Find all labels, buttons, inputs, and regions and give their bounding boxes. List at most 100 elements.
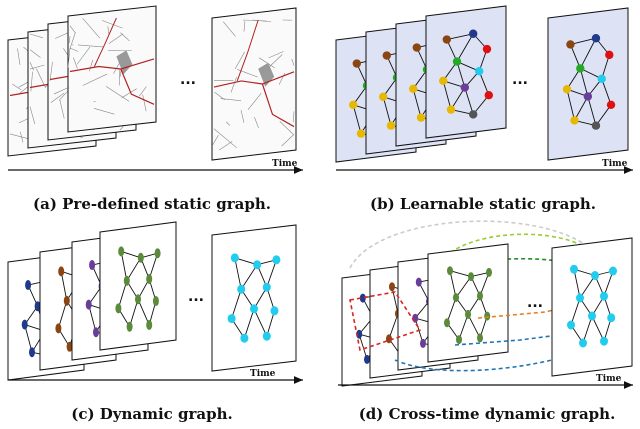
street [30,71,33,92]
frame [425,5,507,139]
graph-node [364,354,370,364]
graph-edge [388,313,399,339]
graph-node [609,266,617,276]
graph-edge [391,286,399,314]
graph-node [115,303,122,314]
graph-node [21,319,28,330]
graph-node [452,57,462,66]
graph-node [349,100,358,110]
graph-node [85,299,92,310]
graph-edge [129,299,139,327]
graph-node [240,333,249,343]
graph-node [468,272,474,282]
street [82,18,101,39]
road [93,17,117,67]
graph-node [135,294,141,305]
street [142,94,147,112]
graph-node [583,92,593,101]
street [29,49,41,58]
street [121,88,137,99]
road [236,19,259,82]
street [73,57,78,69]
caption-d: (d) Cross-time dynamic graph. [359,405,616,423]
frame [211,224,297,372]
graph-node [576,293,584,303]
street [214,91,225,101]
street [29,33,43,39]
street [101,20,123,29]
frame [67,5,157,133]
graph-node [412,43,421,52]
graph-edge [478,71,490,96]
graph-edge [591,315,605,342]
graph-edge [601,78,612,105]
street [268,51,284,59]
graph-node [262,282,271,292]
graph-edge [573,269,581,299]
graph-node [389,282,395,292]
graph-node [566,40,575,49]
graph-node [465,309,471,319]
graph-frame [427,243,509,363]
ellipsis: ... [527,295,543,311]
graph-node [93,327,99,338]
graph-edge [595,104,612,126]
frame [427,243,509,363]
panel-c-dynamic-graph: ... Time (c) Dynamic graph. [7,221,303,423]
graph-node [146,273,153,284]
street [108,33,124,44]
graph-node [475,67,484,76]
graph-edge [117,280,128,309]
graph-node [447,266,453,276]
graph-edge [446,297,457,323]
ellipsis: ... [512,72,528,88]
road [120,68,155,105]
street [254,116,259,129]
graph-edge [243,308,255,339]
graph-edge [570,297,581,326]
graph-node [562,85,572,94]
graph-edge [579,68,589,97]
graph-node [25,280,32,291]
graph-edge [60,271,68,301]
graph-node [606,100,616,110]
graph-edge [442,80,452,110]
graph-node [439,76,448,86]
graph-node [66,341,73,352]
street [68,36,71,44]
panel-b-learnable-static-graph: ... Time (b) Learnable static graph. [335,5,633,213]
graph-node [55,323,62,334]
graph-node [386,121,396,130]
graph-node [262,331,271,341]
street [292,111,295,123]
graph-node [359,293,366,303]
graph-node [570,264,578,274]
graph-frame-stack [341,243,509,387]
cross-time-link [477,299,599,319]
graph-edge [382,96,392,126]
graph-node [469,29,478,38]
graph-node [253,260,262,270]
graph-edge [467,314,481,339]
graph-node [237,284,246,294]
graph-frame [425,5,507,139]
graph-edge [88,304,97,333]
graph-node [600,336,608,346]
street [17,48,21,65]
street [105,86,130,102]
cross-time-link [349,291,422,352]
frame [551,237,633,377]
street [69,25,76,33]
panel-d-cross-time-dynamic-graph: ... Time (d) Cross-time dynamic graph. [338,220,633,423]
graph-edge [464,87,474,115]
graph-edge [137,299,150,326]
graph-node [605,50,614,60]
road [69,58,155,73]
graph-node [591,34,601,43]
graph-node [416,113,426,122]
graph-node [227,314,236,324]
graph-edge [240,264,258,290]
graph-node [356,129,366,138]
graph-node [591,121,601,130]
graph-edge [231,289,242,319]
